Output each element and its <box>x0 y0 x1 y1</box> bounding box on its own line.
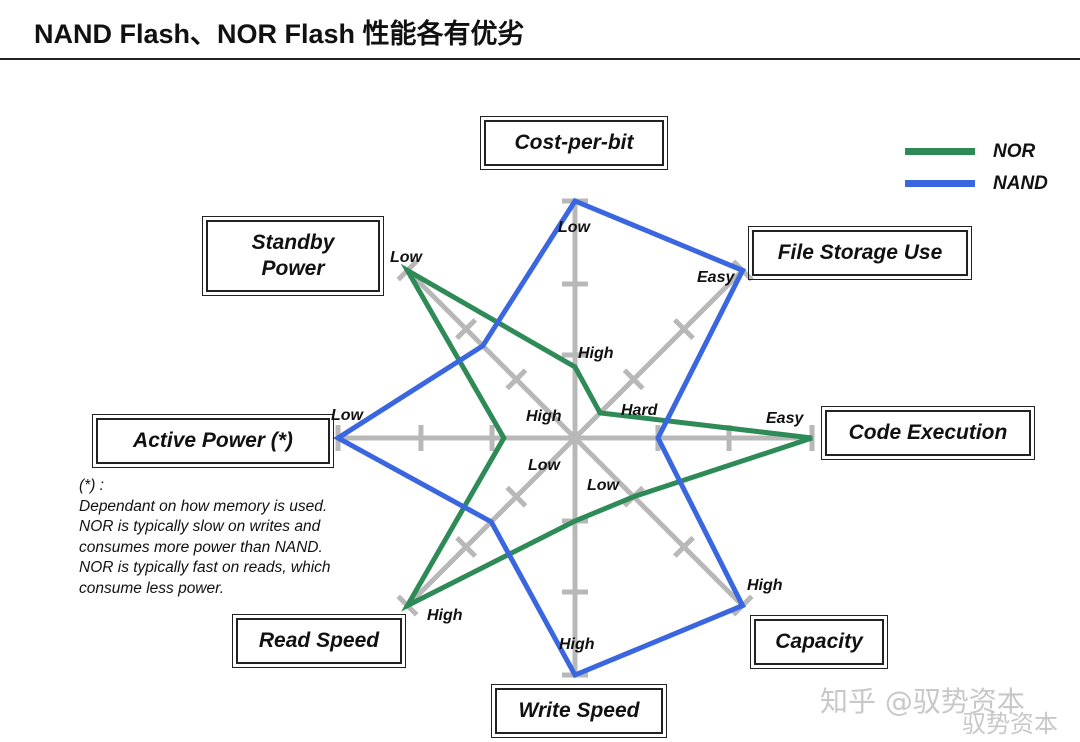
axis-box-cost-per-bit: Cost-per-bit <box>480 116 668 170</box>
series-nand-line <box>333 197 747 679</box>
point-label-nand-cost: Low <box>558 219 590 236</box>
axis-box-standby-power: Standby Power <box>202 216 384 296</box>
axis-box-code-execution: Code Execution <box>821 406 1035 460</box>
legend-swatch-nand <box>905 180 975 187</box>
legend-label-nand: NAND <box>993 173 1048 194</box>
point-label-nor-file-storage: Hard <box>621 402 658 419</box>
footnote: (*) : Dependant on how memory is used. N… <box>79 477 331 597</box>
axis-line <box>573 436 745 608</box>
axis-box-capacity: Capacity <box>750 615 888 669</box>
axis-tick <box>505 485 528 508</box>
page-title: NAND Flash、NOR Flash 性能各有优劣 <box>34 19 525 49</box>
point-label-nor-cost: High <box>578 345 614 362</box>
legend-label-nor: NOR <box>993 141 1036 162</box>
axis-box-active-power: Active Power (*) <box>92 414 334 468</box>
series-nor-line <box>400 263 813 612</box>
point-label-nand-capacity: High <box>747 577 783 594</box>
title-divider <box>0 58 1080 60</box>
point-label-nor-read: High <box>427 607 463 624</box>
point-label-nand-write: High <box>559 636 595 653</box>
point-label-nor-code-exec: Easy <box>766 410 804 427</box>
axis-tick <box>455 318 478 341</box>
axis-tick <box>455 535 478 558</box>
axis-tick <box>672 318 695 341</box>
point-label-nand-file-storage: Easy <box>697 269 735 286</box>
axis-tick <box>672 535 695 558</box>
point-label-nor-standby: Low <box>390 249 422 266</box>
axis-box-file-storage-use: File Storage Use <box>748 226 972 280</box>
legend-swatch-nor <box>905 148 975 155</box>
point-label-nor-active-power: High <box>526 408 562 425</box>
point-label-write-low: Low <box>528 457 560 474</box>
point-label-capacity-low: Low <box>587 477 619 494</box>
axis-line <box>573 268 745 440</box>
axis-line <box>405 268 577 440</box>
watermark-wechat: 驭势资本 <box>962 710 1058 738</box>
axis-box-read-speed: Read Speed <box>232 614 406 668</box>
point-label-nand-active-power: Low <box>331 407 363 424</box>
axis-tick <box>622 368 645 391</box>
axis-tick <box>505 368 528 391</box>
watermark-zhihu: 知乎 @驭势资本 <box>820 685 1025 718</box>
axis-box-write-speed: Write Speed <box>491 684 667 738</box>
